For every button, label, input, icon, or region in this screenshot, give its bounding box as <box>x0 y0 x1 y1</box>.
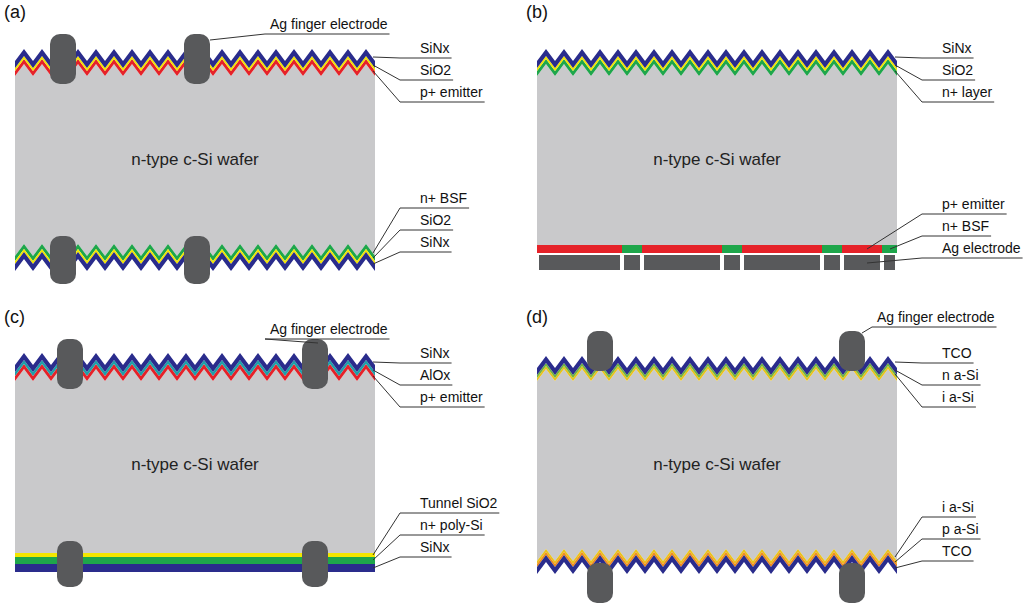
layer-label: SiNx <box>420 345 450 361</box>
silicon-wafer <box>537 369 897 561</box>
leader-line <box>895 362 974 363</box>
layer-label: n a-Si <box>942 367 979 383</box>
leader-line <box>373 252 452 264</box>
layer-label: p a-Si <box>942 521 979 537</box>
layer-label: Ag finger electrode <box>270 321 388 337</box>
layer-label: SiNx <box>942 40 972 56</box>
layer-label: p+ emitter <box>420 84 483 100</box>
layer-label: i a-Si <box>942 499 974 515</box>
layer-band <box>824 255 840 270</box>
layer-label: SiO2 <box>420 212 451 228</box>
layer-band <box>724 255 740 270</box>
layer-label: SiNx <box>420 539 450 555</box>
layer-band <box>822 245 842 253</box>
silicon-wafer <box>537 64 897 245</box>
leader-line <box>373 535 485 560</box>
leader-line <box>373 557 452 568</box>
layer-label: SiO2 <box>942 62 973 78</box>
layer-band <box>622 245 642 253</box>
layer-band <box>642 245 722 253</box>
leader-line <box>373 57 452 58</box>
layer-label: i a-Si <box>942 389 974 405</box>
layer-band <box>537 245 622 253</box>
layer-label: p+ emitter <box>942 196 1005 212</box>
layer-label: n+ poly-Si <box>420 517 483 533</box>
layer-band <box>742 245 822 253</box>
finger-electrode <box>184 34 210 84</box>
layer-label: n+ BSF <box>420 190 467 206</box>
panel-letter: (b) <box>526 2 548 22</box>
leader-line <box>895 57 974 58</box>
finger-electrode <box>587 331 613 371</box>
leader-line <box>373 362 452 363</box>
leader-line <box>373 230 453 258</box>
leader-line <box>210 34 390 40</box>
wafer-label: n-type c-Si wafer <box>653 455 781 474</box>
layer-label: n+ BSF <box>942 218 989 234</box>
layer-band <box>624 255 640 270</box>
layer-band <box>537 49 897 68</box>
finger-electrode <box>302 339 328 389</box>
layer-band <box>722 245 742 253</box>
layer-band <box>884 255 895 270</box>
leader-line <box>895 561 974 568</box>
panel-letter: (d) <box>526 307 548 327</box>
layer-band <box>644 255 720 270</box>
layer-label: Ag finger electrode <box>270 16 388 32</box>
finger-electrode <box>57 541 83 587</box>
wafer-region: n-type c-Si wafer <box>75 455 315 475</box>
silicon-wafer <box>15 64 375 256</box>
layer-label: SiNx <box>420 40 450 56</box>
layer-label: AlOx <box>420 367 450 383</box>
leader-line <box>265 339 390 343</box>
silicon-wafer <box>15 369 375 553</box>
layer-label: Tunnel SiO2 <box>420 495 497 511</box>
leader-line <box>373 513 499 555</box>
wafer-region: n-type c-Si wafer <box>597 150 837 170</box>
panel-letter: (a) <box>4 2 26 22</box>
layer-band <box>882 245 897 253</box>
leader-line <box>867 258 1023 263</box>
layer-label: TCO <box>942 543 972 559</box>
layer-label: n+ layer <box>942 84 992 100</box>
layer-band <box>842 245 882 253</box>
wafer-region: n-type c-Si wafer <box>75 150 315 170</box>
layer-label: TCO <box>942 345 972 361</box>
panel-letter: (c) <box>4 307 25 327</box>
layer-band <box>744 255 820 270</box>
wafer-label: n-type c-Si wafer <box>131 455 259 474</box>
layer-label: p+ emitter <box>420 389 483 405</box>
leader-line <box>895 539 981 562</box>
finger-electrode <box>50 34 76 84</box>
layer-band <box>539 255 620 270</box>
leader-line <box>862 327 997 333</box>
wafer-label: n-type c-Si wafer <box>131 150 259 169</box>
finger-electrode <box>839 331 865 371</box>
finger-electrode <box>302 541 328 587</box>
finger-electrode <box>50 236 76 284</box>
layer-band <box>537 552 897 567</box>
finger-electrode <box>184 236 210 284</box>
wafer-label: n-type c-Si wafer <box>653 150 781 169</box>
finger-electrode <box>587 563 613 603</box>
layer-label: Ag finger electrode <box>877 309 995 325</box>
finger-electrode <box>57 339 83 389</box>
layer-label: SiO2 <box>420 62 451 78</box>
layer-band <box>537 549 897 564</box>
layer-label: Ag electrode <box>942 240 1021 256</box>
wafer-region: n-type c-Si wafer <box>597 455 837 475</box>
finger-electrode <box>839 563 865 603</box>
layer-label: SiNx <box>420 234 450 250</box>
